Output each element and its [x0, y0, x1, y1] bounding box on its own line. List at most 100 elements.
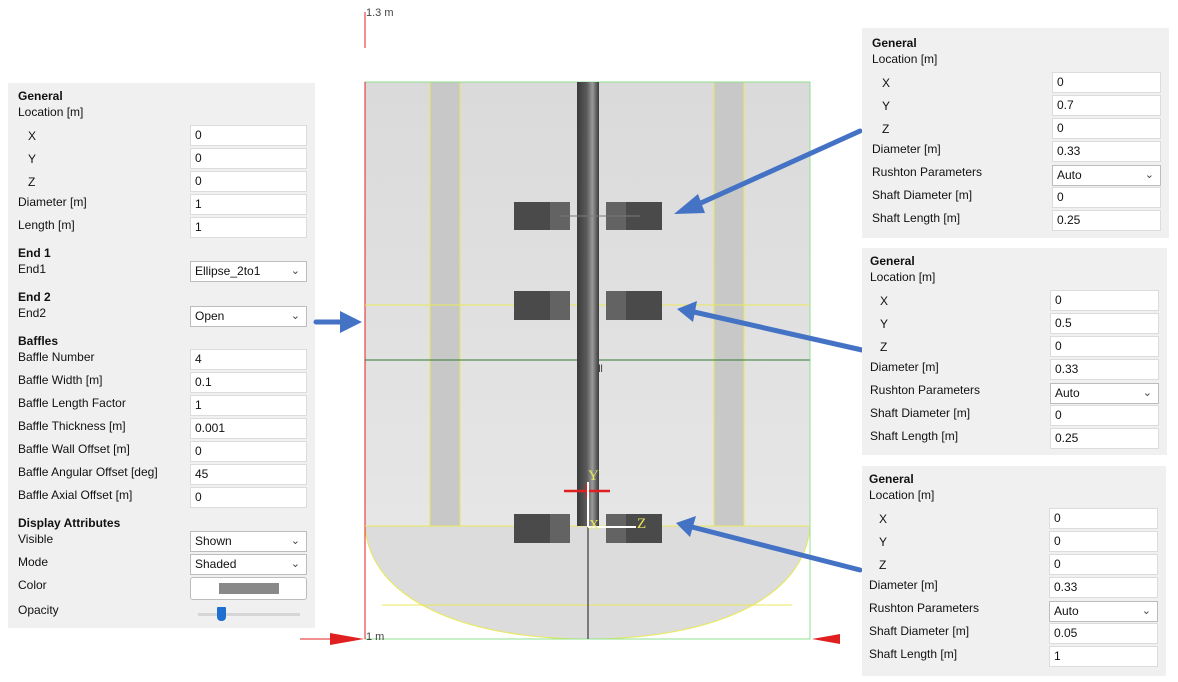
baffle-wall-offset-field[interactable]: 0: [190, 441, 307, 462]
upper-shaft[interactable]: [577, 82, 599, 526]
impeller-lower[interactable]: [514, 514, 662, 543]
y-label: Y: [882, 99, 891, 113]
baffle-thickness-field[interactable]: 0.001: [190, 418, 307, 439]
3d-viewport[interactable]: 1.3 m Fill: [300, 0, 840, 682]
y-field[interactable]: 0: [190, 148, 307, 169]
rushton-label: Rushton Parameters: [870, 383, 981, 397]
shaft-length-label: Shaft Length [m]: [870, 429, 959, 443]
chevron-down-icon: ⌄: [290, 310, 300, 322]
top-ruler-label: 1.3 m: [366, 7, 394, 19]
color-label: Color: [18, 578, 47, 592]
shaft-diameter-field[interactable]: 0: [1052, 187, 1161, 208]
general-header: General: [869, 472, 914, 486]
baffle-thickness-label: Baffle Thickness [m]: [18, 419, 126, 433]
z-field[interactable]: 0: [1052, 118, 1161, 139]
shaft-length-label: Shaft Length [m]: [872, 211, 961, 225]
chevron-down-icon: ⌄: [290, 558, 300, 570]
bottom-ruler-left-arrow: [330, 633, 364, 645]
diameter-label: Diameter [m]: [869, 578, 938, 592]
baffle-left[interactable]: [429, 81, 461, 527]
baffle-length-factor-field[interactable]: 1: [190, 395, 307, 416]
end1-select[interactable]: Ellipse_2to1 ⌄: [190, 261, 307, 282]
chevron-down-icon: ⌄: [1142, 387, 1152, 399]
shaft-diameter-label: Shaft Diameter [m]: [869, 624, 970, 638]
end1-label: End1: [18, 262, 47, 276]
y-field[interactable]: 0: [1049, 531, 1158, 552]
rushton-select[interactable]: Auto ⌄: [1052, 165, 1161, 186]
axes-gizmo: Y X Z: [564, 468, 646, 533]
visible-label: Visible: [18, 532, 54, 546]
general-header: General: [18, 89, 63, 103]
z-label: Z: [882, 122, 890, 136]
end1-value: Ellipse_2to1: [195, 264, 261, 278]
z-field[interactable]: 0: [1049, 554, 1158, 575]
diameter-field[interactable]: 0.33: [1049, 577, 1158, 598]
baffle-wall-offset-label: Baffle Wall Offset [m]: [18, 442, 130, 456]
location-label: Location [m]: [869, 488, 935, 502]
rushton-select[interactable]: Auto ⌄: [1049, 601, 1158, 622]
x-field[interactable]: 0: [1052, 72, 1161, 93]
shaft-length-label: Shaft Length [m]: [869, 647, 958, 661]
visible-select[interactable]: Shown ⌄: [190, 531, 307, 552]
location-label: Location [m]: [870, 270, 936, 284]
y-label: Y: [28, 152, 37, 166]
opacity-slider-thumb[interactable]: [217, 607, 226, 621]
chevron-down-icon: ⌄: [290, 265, 300, 277]
shaft-diameter-label: Shaft Diameter [m]: [872, 188, 973, 202]
general-header: General: [872, 36, 917, 50]
x-field[interactable]: 0: [1050, 290, 1159, 311]
z-field[interactable]: 0: [1050, 336, 1159, 357]
baffle-axial-offset-field[interactable]: 0: [190, 487, 307, 508]
z-field[interactable]: 0: [190, 171, 307, 192]
diameter-field[interactable]: 0.33: [1050, 359, 1159, 380]
baffle-right[interactable]: [713, 81, 745, 527]
rushton-label: Rushton Parameters: [869, 601, 980, 615]
rushton-select[interactable]: Auto ⌄: [1050, 383, 1159, 404]
impeller-middle[interactable]: [514, 291, 662, 320]
rushton-value: Auto: [1054, 604, 1079, 618]
y-field[interactable]: 0.7: [1052, 95, 1161, 116]
impeller-2-panel: General Location [m] X 0 Y 0.5 Z 0 Diame…: [862, 248, 1167, 455]
x-field[interactable]: 0: [190, 125, 307, 146]
shaft-length-field[interactable]: 0.25: [1052, 210, 1161, 231]
opacity-slider-track: [198, 613, 300, 616]
shaft-diameter-label: Shaft Diameter [m]: [870, 406, 971, 420]
location-label: Location [m]: [872, 52, 938, 66]
mode-value: Shaded: [195, 557, 237, 571]
shaft-diameter-field[interactable]: 0: [1050, 405, 1159, 426]
opacity-label: Opacity: [18, 603, 59, 617]
baffle-number-label: Baffle Number: [18, 350, 95, 364]
mode-select[interactable]: Shaded ⌄: [190, 554, 307, 575]
baffle-width-field[interactable]: 0.1: [190, 372, 307, 393]
baffles-header: Baffles: [18, 334, 59, 348]
y-field[interactable]: 0.5: [1050, 313, 1159, 334]
diameter-label: Diameter [m]: [872, 142, 941, 156]
end2-header: End 2: [18, 290, 51, 304]
baffle-length-factor-label: Baffle Length Factor: [18, 396, 126, 410]
baffle-angular-offset-field[interactable]: 45: [190, 464, 307, 485]
shaft-diameter-field[interactable]: 0.05: [1049, 623, 1158, 644]
x-label: X: [28, 129, 37, 143]
diameter-field[interactable]: 0.33: [1052, 141, 1161, 162]
z-label: Z: [880, 340, 888, 354]
opacity-slider[interactable]: [198, 607, 300, 625]
x-field[interactable]: 0: [1049, 508, 1158, 529]
z-label: Z: [28, 175, 36, 189]
shaft-length-field[interactable]: 1: [1049, 646, 1158, 667]
display-attributes-header: Display Attributes: [18, 516, 121, 530]
end1-header: End 1: [18, 246, 51, 260]
bottom-ruler-label: 1 m: [366, 631, 384, 643]
visible-value: Shown: [195, 534, 232, 548]
end2-label: End2: [18, 306, 47, 320]
x-label: X: [880, 294, 889, 308]
diameter-label: Diameter [m]: [870, 360, 939, 374]
diameter-field[interactable]: 1: [190, 194, 307, 215]
shaft-length-field[interactable]: 0.25: [1050, 428, 1159, 449]
diameter-label: Diameter [m]: [18, 195, 87, 209]
general-header: General: [870, 254, 915, 268]
baffle-number-field[interactable]: 4: [190, 349, 307, 370]
impeller-upper[interactable]: [514, 202, 662, 230]
color-picker-button[interactable]: [190, 577, 307, 600]
length-field[interactable]: 1: [190, 217, 307, 238]
end2-select[interactable]: Open ⌄: [190, 306, 307, 327]
